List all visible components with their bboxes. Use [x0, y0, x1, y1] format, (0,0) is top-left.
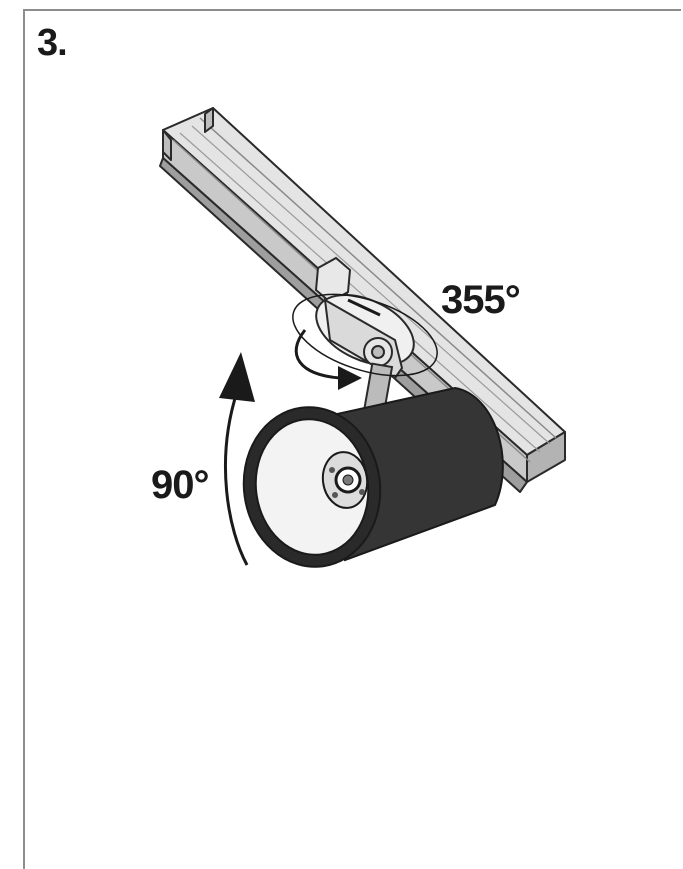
spotlight-head-icon	[242, 386, 504, 568]
adapter-icon	[314, 256, 415, 416]
rotation-arrow-horizontal-icon	[292, 293, 438, 390]
figure-frame	[23, 9, 681, 869]
rotation-vertical-label: 90°	[151, 463, 209, 507]
rotation-arrow-vertical-icon	[219, 352, 255, 566]
step-number: 3.	[37, 22, 68, 64]
rotation-horizontal-label: 355°	[441, 278, 521, 322]
